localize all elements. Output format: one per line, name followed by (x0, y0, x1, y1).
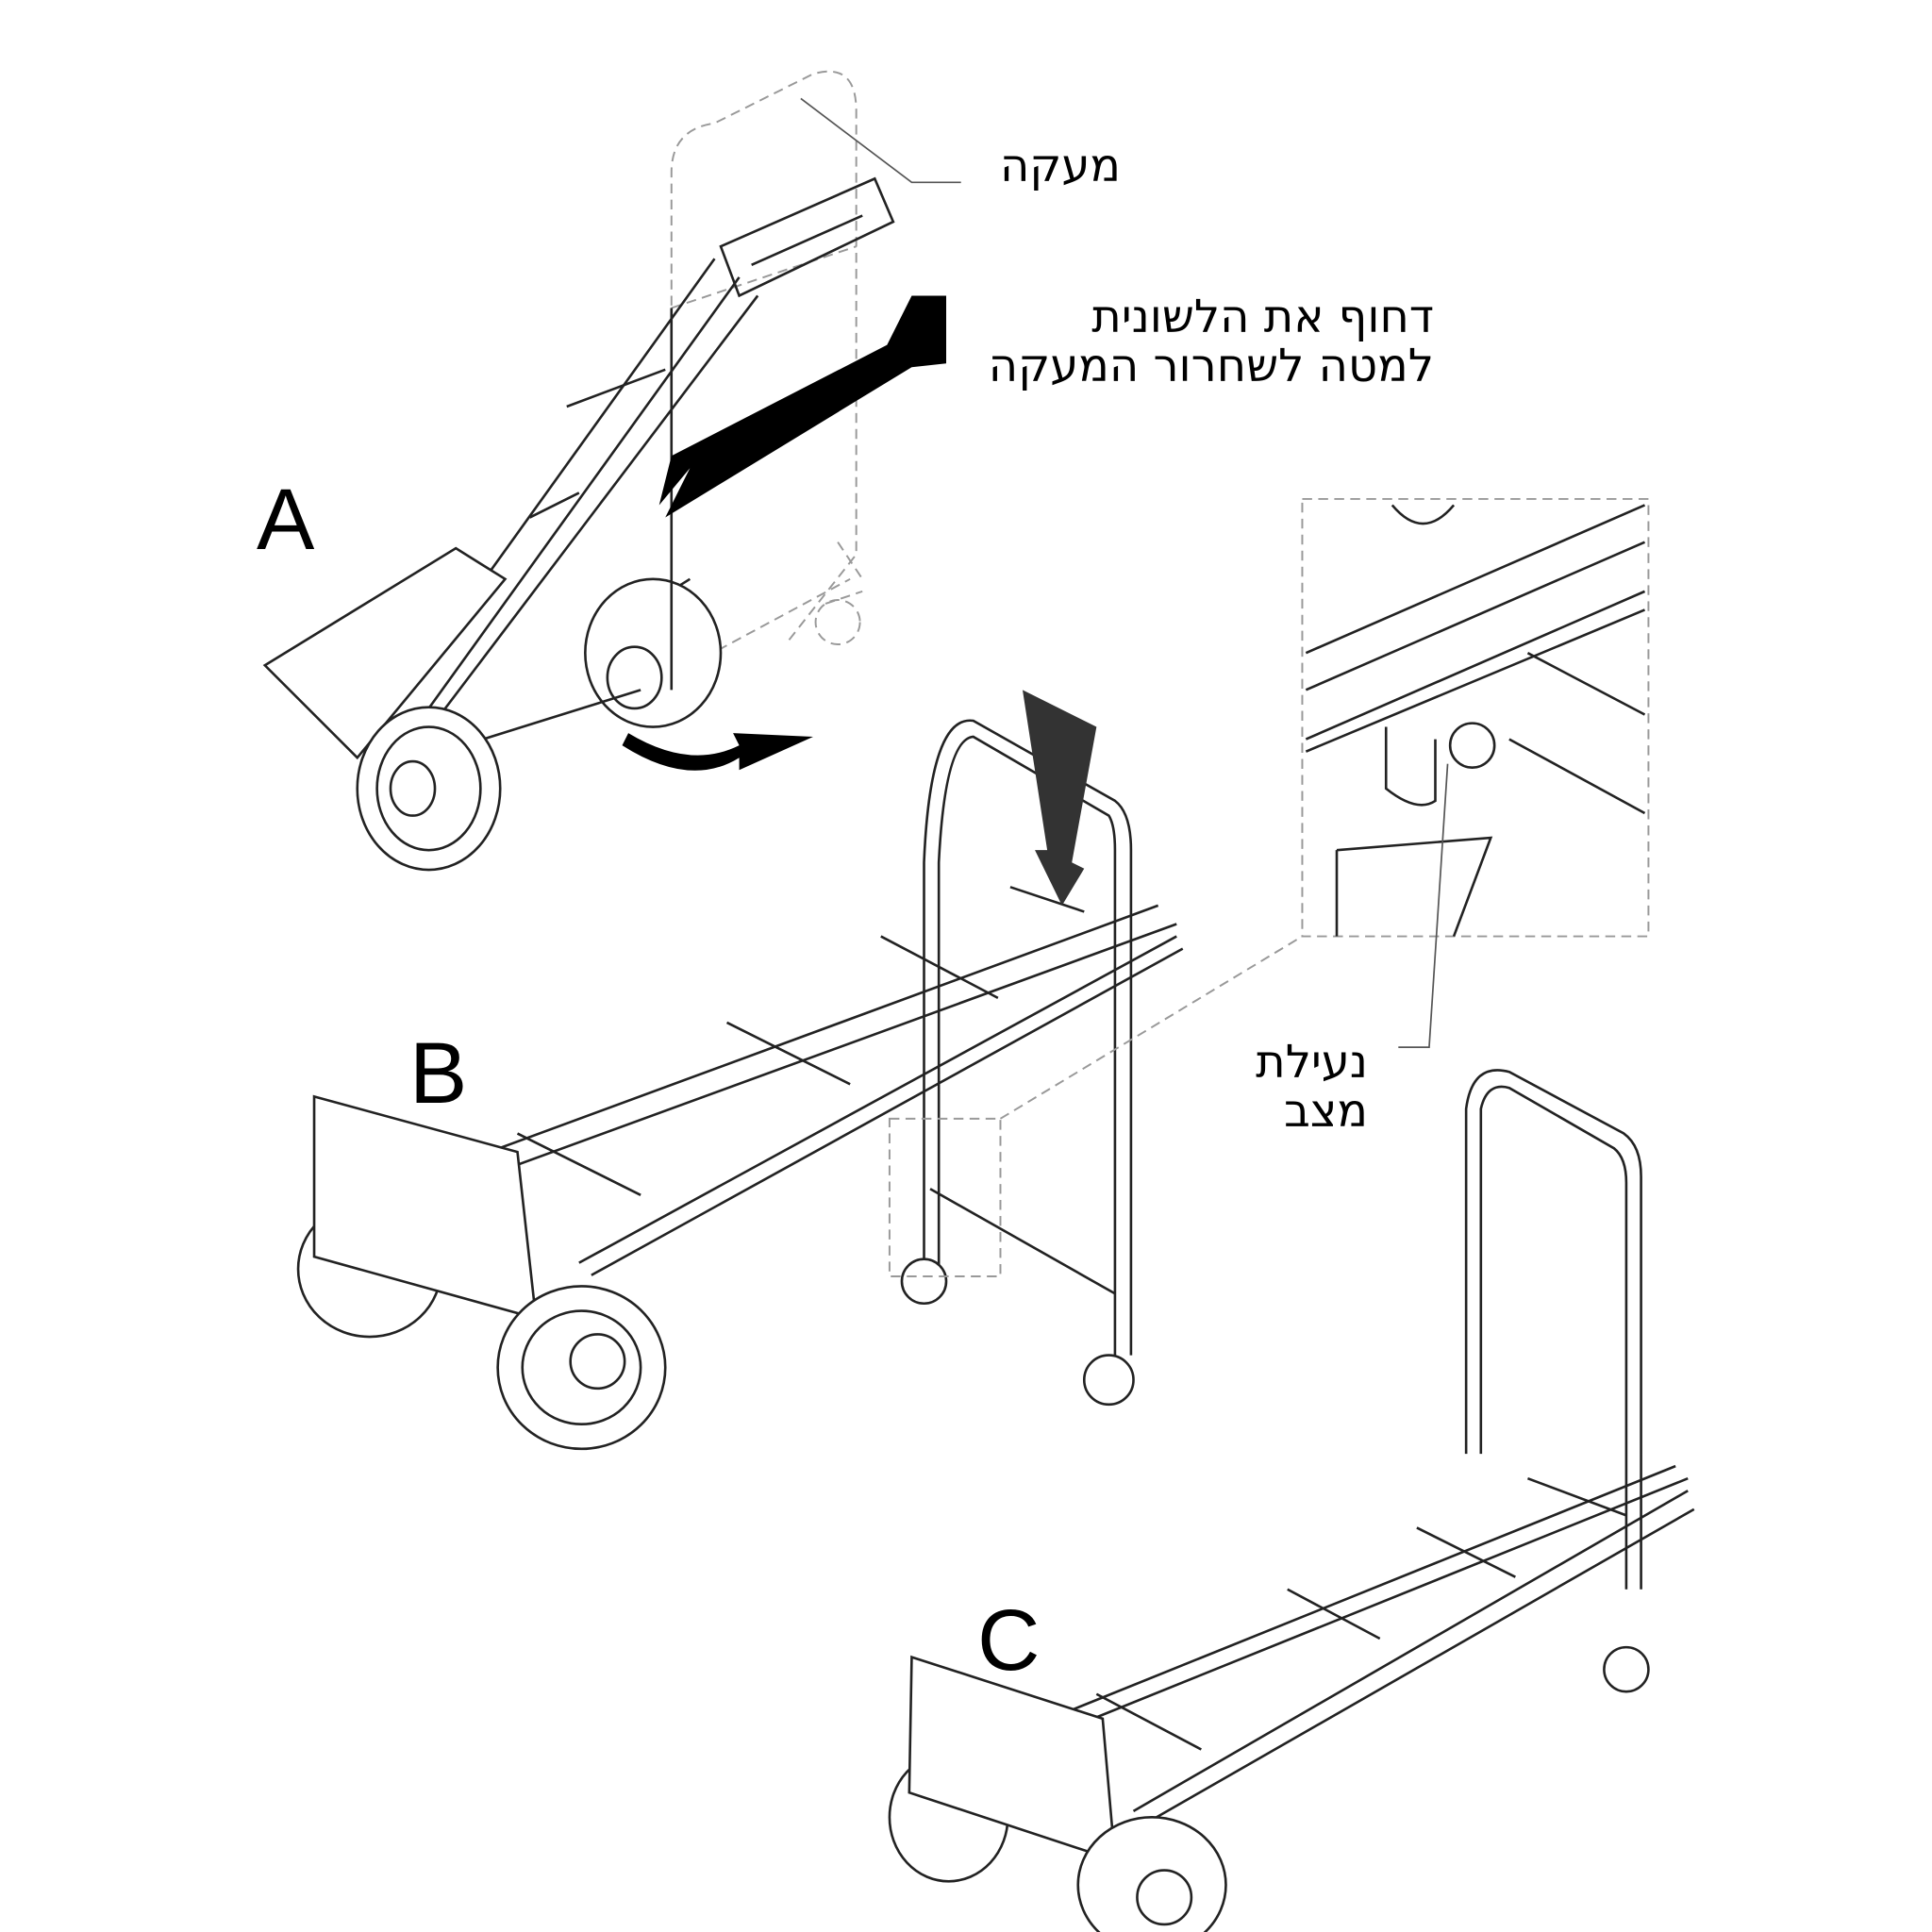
ghost-caster-wheel (814, 599, 861, 646)
lock-knob-icon (1448, 722, 1496, 769)
cart-c-handle (1464, 1069, 1642, 1590)
cart-c-handle-inner (1479, 1085, 1628, 1590)
rotate-arrow-icon (622, 733, 813, 771)
cart-a-hub (606, 645, 663, 710)
cart-a-drawing (262, 70, 961, 872)
cart-b-caster-right (1082, 1354, 1135, 1407)
cart-b-crossbars (516, 886, 1085, 1196)
lock-detail-inset (1301, 497, 1650, 1048)
position-lock-line-2: מצב (1284, 1085, 1368, 1138)
lock-leader-line (1398, 763, 1449, 1048)
detail-callout-line (999, 935, 1303, 1120)
cart-b-tire-groove (521, 1309, 642, 1426)
cart-b-handle-inner (937, 735, 1117, 1356)
handle-label: מעקה (999, 140, 1121, 192)
cart-b-lower-bar (929, 1188, 1116, 1295)
inset-rail (1305, 504, 1646, 753)
cart-b-handle (923, 719, 1133, 1356)
handle-leader-line (800, 97, 961, 184)
cart-b-hub (569, 1333, 626, 1391)
cart-c-crossbars (1095, 1476, 1627, 1751)
cart-a-top-frame (719, 176, 895, 298)
press-instruction-line-2: למטה לשחרור המעקה (988, 340, 1434, 392)
press-down-arrow-icon (658, 295, 947, 518)
handle-ghost-outline (670, 70, 858, 691)
inset-frame-parts (1384, 652, 1646, 815)
cart-b-caster-left (900, 1257, 948, 1306)
cart-c-hub (1136, 1869, 1193, 1926)
cart-b-drawing (296, 690, 1303, 1451)
inset-frame (1301, 497, 1650, 938)
cart-c-drawing (888, 1069, 1695, 1932)
press-tab-instruction: דחוף את הלשונית למטה לשחרור המעקה (989, 292, 1434, 391)
cart-a-front-wheel (356, 706, 502, 872)
push-down-arrow-icon (1022, 690, 1097, 906)
cart-b-rails (455, 904, 1184, 1276)
position-lock-line-1: נעילת (1256, 1036, 1368, 1089)
step-label-c: C (977, 1592, 1041, 1689)
step-label-a: A (257, 472, 315, 568)
cart-a-nose-plate (262, 546, 508, 760)
ghost-caster (824, 541, 864, 605)
inset-tube (1391, 504, 1456, 525)
inset-bracket (1335, 836, 1493, 938)
cart-a-tire-groove (375, 725, 482, 852)
cart-c-caster (1603, 1645, 1650, 1693)
cart-c-rails (1034, 1464, 1695, 1825)
cart-a-front-hub (389, 759, 437, 817)
position-lock-label: נעילת מצב (1256, 1038, 1368, 1136)
detail-callout-box (888, 1117, 1002, 1277)
step-label-b: B (409, 1025, 468, 1122)
press-instruction-line-1: דחוף את הלשונית (1091, 291, 1434, 343)
cart-a-rear-wheel (584, 577, 723, 728)
cart-c-front-wheel (1076, 1816, 1227, 1932)
